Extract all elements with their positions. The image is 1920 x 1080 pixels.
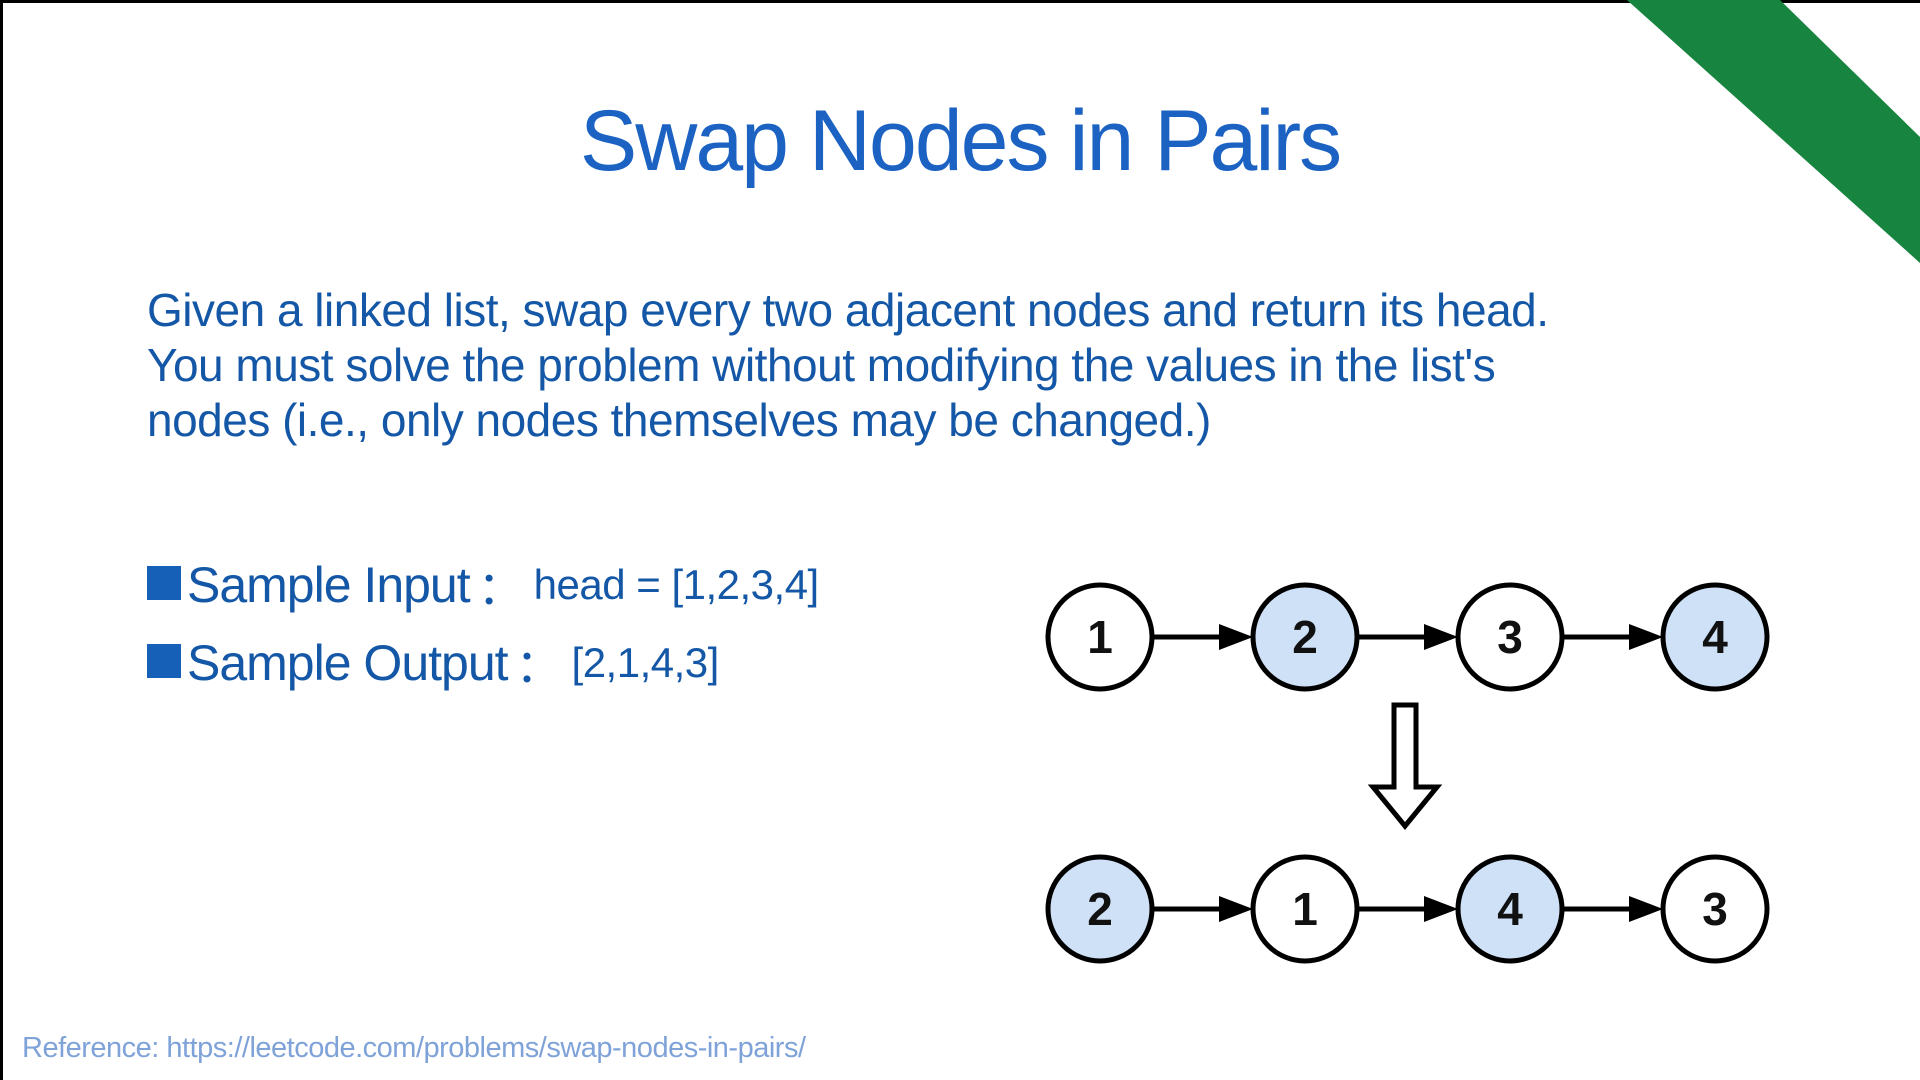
list-node <box>1045 582 1155 692</box>
problem-description: Given a linked list, swap every two adja… <box>147 283 1837 448</box>
list-node-value: 4 <box>1702 611 1728 663</box>
linked-list-diagram: 1 2 3 4 2 1 4 3 <box>1045 582 1770 964</box>
list-node <box>1455 854 1565 964</box>
sample-output-row: Sample Output ： [2,1,4,3] <box>147 630 819 696</box>
colon-separator: ： <box>515 640 562 692</box>
next-pointer-arrowhead-icon <box>1424 624 1458 650</box>
next-pointer-arrowhead-icon <box>1629 896 1663 922</box>
list-node-value: 2 <box>1292 611 1318 663</box>
list-node <box>1250 582 1360 692</box>
list-node <box>1250 854 1360 964</box>
list-node <box>1660 854 1770 964</box>
corner-ribbon <box>1627 0 1920 263</box>
next-pointer-arrowhead-icon <box>1219 896 1253 922</box>
sample-output-label: Sample Output <box>187 635 509 691</box>
list-node <box>1660 582 1770 692</box>
list-node-value: 1 <box>1087 611 1113 663</box>
next-pointer-arrowhead-icon <box>1219 624 1253 650</box>
sample-input-row: Sample Input ： head = [1,2,3,4] <box>147 552 819 618</box>
list-node-value: 3 <box>1702 883 1728 935</box>
list-node <box>1045 854 1155 964</box>
description-line: You must solve the problem without modif… <box>147 339 1496 391</box>
next-pointer-arrowhead-icon <box>1424 896 1458 922</box>
description-line: Given a linked list, swap every two adja… <box>147 284 1549 336</box>
slide-left-border <box>0 0 3 1080</box>
list-node-value: 1 <box>1292 883 1318 935</box>
list-node-value: 4 <box>1497 883 1523 935</box>
description-line: nodes (i.e., only nodes themselves may b… <box>147 394 1211 446</box>
sample-input-label: Sample Input <box>187 557 471 613</box>
sample-output-value: [2,1,4,3] <box>571 639 720 686</box>
next-pointer-arrowhead-icon <box>1629 624 1663 650</box>
list-node <box>1455 582 1565 692</box>
bullet-square-icon <box>147 644 181 678</box>
bullet-square-icon <box>147 566 181 600</box>
sample-input-value: head = [1,2,3,4] <box>533 561 820 608</box>
colon-separator: ： <box>477 562 524 614</box>
sample-io-list: Sample Input ： head = [1,2,3,4] Sample O… <box>147 552 819 708</box>
slide-top-border <box>0 0 1920 3</box>
transform-down-arrow-icon <box>1367 702 1443 830</box>
reference-url: Reference: https://leetcode.com/problems… <box>22 1032 806 1064</box>
page-title: Swap Nodes in Pairs <box>579 93 1342 189</box>
corner-ribbon-shape <box>1627 0 1920 263</box>
list-node-value: 3 <box>1497 611 1523 663</box>
list-node-value: 2 <box>1087 883 1113 935</box>
